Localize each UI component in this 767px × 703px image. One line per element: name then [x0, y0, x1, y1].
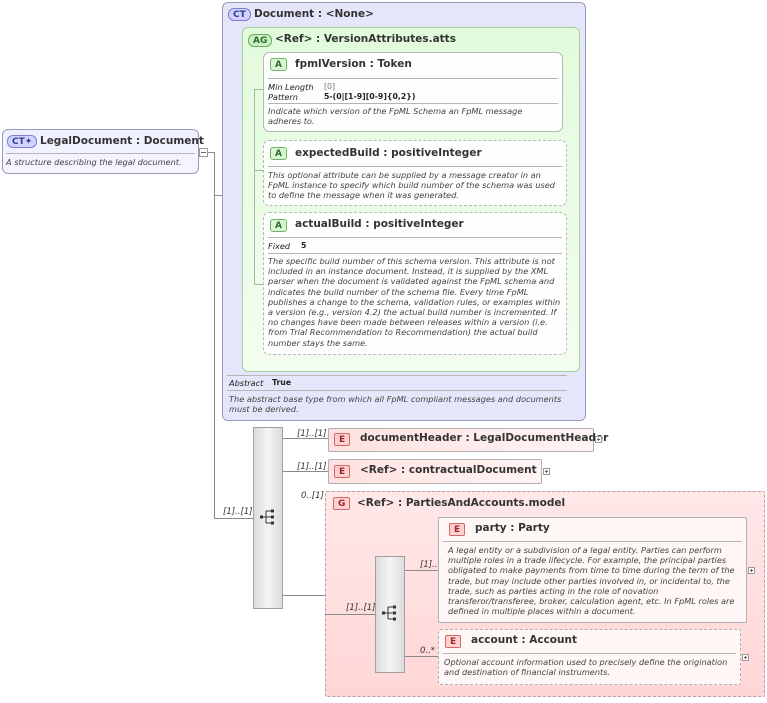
group-icon: G: [333, 497, 351, 510]
sequence-compositor[interactable]: [253, 427, 283, 609]
attribute-group-icon: AG: [248, 34, 273, 47]
element-title: account : Account: [471, 634, 577, 646]
attribute-title: actualBuild : positiveInteger: [295, 218, 464, 230]
base-type-doc: The abstract base type from which all Fp…: [229, 394, 562, 415]
base-type-title: Document : <None>: [254, 8, 374, 20]
expand-toggle[interactable]: [543, 468, 550, 475]
element-box[interactable]: [328, 428, 594, 452]
element-icon: E: [449, 523, 466, 536]
sequence-icon: [382, 605, 396, 621]
occurrence-label: [1]..[1]: [297, 429, 327, 439]
occurrence-label: [1]..[1]: [297, 462, 327, 472]
abstract-value: True: [272, 378, 292, 387]
facet-value: [0]: [324, 82, 336, 91]
attribute-icon: A: [270, 58, 287, 71]
attribute-doc: Indicate which version of the FpML Schem…: [268, 106, 523, 127]
facet-label: Min Length: [268, 82, 314, 92]
occurrence-label: [1]..*: [420, 560, 442, 570]
facet-value: 5: [301, 241, 307, 250]
expand-toggle[interactable]: [742, 654, 749, 661]
complex-type-icon: CT: [228, 8, 251, 21]
occurrence-label: 0..[1]: [301, 491, 324, 501]
sequence-compositor[interactable]: [375, 556, 405, 673]
attribute-doc: The specific build number of this schema…: [268, 256, 561, 348]
attribute-icon: A: [270, 219, 287, 232]
sequence-icon: [260, 509, 274, 525]
element-icon: E: [334, 465, 351, 478]
collapse-toggle[interactable]: [199, 148, 208, 157]
abstract-label: Abstract: [229, 378, 264, 388]
element-title: <Ref> : contractualDocument: [360, 464, 537, 476]
group-title: <Ref> : PartiesAndAccounts.model: [357, 497, 566, 509]
element-box[interactable]: [438, 517, 747, 623]
element-icon: E: [334, 433, 351, 446]
occurrence-label: [1]..[1]: [346, 603, 376, 613]
attribute-title: fpmlVersion : Token: [295, 58, 412, 70]
attribute-box[interactable]: [263, 212, 567, 355]
attribute-doc: This optional attribute can be supplied …: [268, 170, 555, 201]
occurrence-label: 0..*: [420, 646, 436, 656]
attribute-box[interactable]: [263, 52, 563, 132]
element-doc: Optional account information used to pre…: [444, 657, 728, 678]
attribute-icon: A: [270, 147, 287, 160]
expand-toggle[interactable]: [595, 436, 602, 443]
element-icon: E: [445, 635, 462, 648]
attribute-box[interactable]: [263, 140, 567, 206]
facet-label: Fixed: [268, 241, 291, 251]
element-box[interactable]: [438, 629, 741, 685]
element-title: documentHeader : LegalDocumentHeader: [360, 432, 609, 444]
attribute-group-title: <Ref> : VersionAttributes.atts: [275, 33, 456, 45]
expand-toggle[interactable]: [748, 567, 755, 574]
facet-label: Pattern: [268, 92, 298, 102]
element-box[interactable]: [328, 459, 542, 484]
root-type-doc: A structure describing the legal documen…: [6, 157, 182, 167]
element-doc: A legal entity or a subdivision of a leg…: [448, 545, 735, 617]
root-type-title: LegalDocument : Document: [40, 135, 204, 147]
occurrence-label: [1]..[1]: [223, 507, 253, 517]
attribute-title: expectedBuild : positiveInteger: [295, 147, 482, 159]
element-title: party : Party: [475, 522, 550, 534]
facet-value: 5-(0|[1-9][0-9]{0,2}): [324, 92, 416, 101]
complex-type-icon: CT✦: [7, 135, 38, 148]
